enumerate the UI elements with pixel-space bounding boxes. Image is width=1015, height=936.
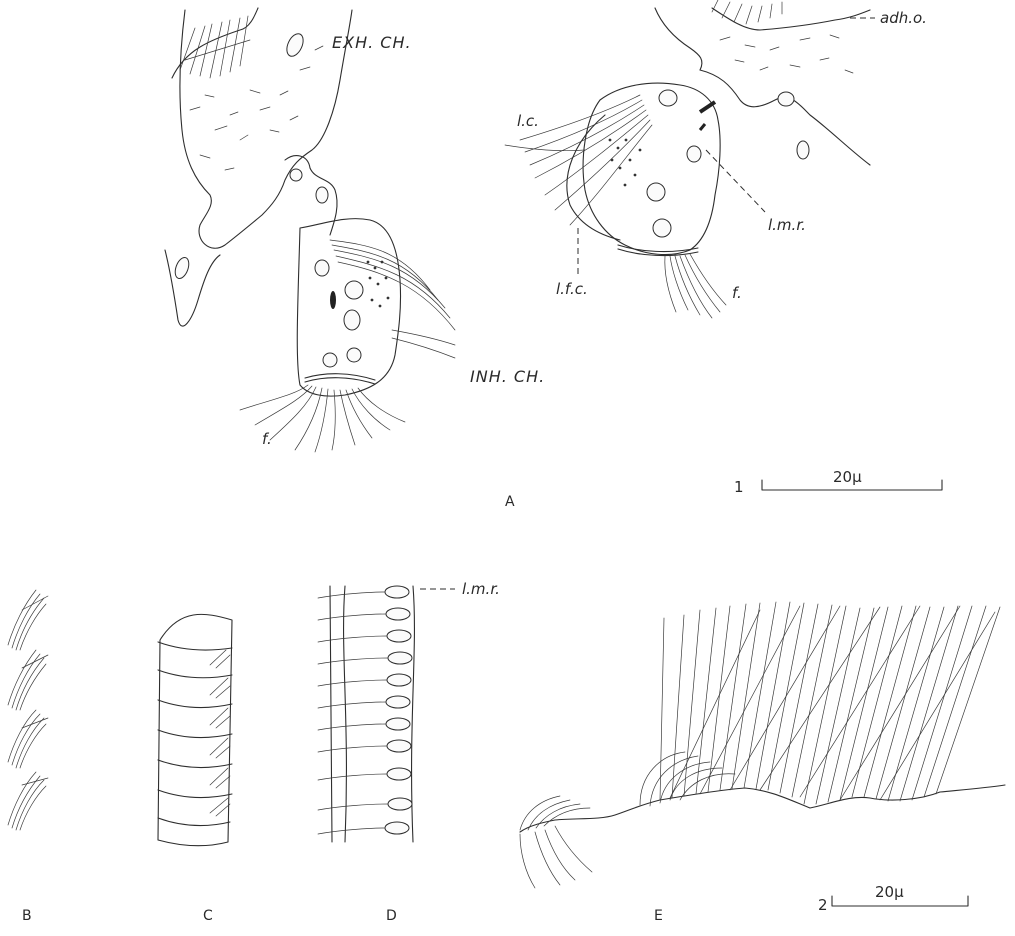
label-lateral-muscle-root-fig2: l.m.r. xyxy=(462,580,500,598)
label-frontal-cilia-right: f. xyxy=(732,284,742,302)
panel-label-a: A xyxy=(505,494,515,510)
tissue-stipple-right xyxy=(720,35,853,73)
frontal-cilia-2e xyxy=(520,826,592,888)
figure-2d-drawing xyxy=(318,586,414,842)
scale-bar-fig2-label: 20μ xyxy=(875,883,904,901)
label-laterofrontal-cirri: l.f.c. xyxy=(556,280,588,298)
panel-label-d: D xyxy=(386,908,397,924)
scale-bar-fig1-label: 20μ xyxy=(833,468,862,486)
label-frontal-cilia-left: f. xyxy=(262,430,272,448)
label-adhesive-organ: adh.o. xyxy=(880,9,927,27)
panel-label-b: B xyxy=(22,908,32,924)
panel-label-c: C xyxy=(203,908,213,924)
label-lateral-cilia: l.c. xyxy=(517,112,539,130)
figure-1a-right-drawing xyxy=(505,0,870,318)
tissue-stipple xyxy=(190,46,323,170)
figure-2-number: 2 xyxy=(818,896,828,914)
l-m-r-leader-line xyxy=(706,150,765,212)
lateral-cilia-left-filament xyxy=(330,240,455,358)
curled-cirri xyxy=(520,752,735,830)
figure-1-number: 1 xyxy=(734,478,744,496)
panel-label-e: E xyxy=(654,908,663,924)
figure-2e-drawing xyxy=(520,602,1005,888)
figure-1a-drawing xyxy=(165,8,455,452)
hatching xyxy=(210,650,230,816)
label-lateral-muscle-root: l.m.r. xyxy=(768,216,806,234)
frontal-cilia-right-filament xyxy=(665,254,726,318)
striated-muscle-bundle xyxy=(180,16,250,78)
dense-cilia-tuft xyxy=(660,602,1000,804)
figure-2c-drawing xyxy=(158,614,232,845)
label-exhalant-chamber: EXH. CH. xyxy=(332,33,412,52)
figure-2b-drawing xyxy=(8,590,48,830)
label-inhalant-chamber: INH. CH. xyxy=(470,367,545,386)
adhesive-organ-striations xyxy=(712,0,782,24)
